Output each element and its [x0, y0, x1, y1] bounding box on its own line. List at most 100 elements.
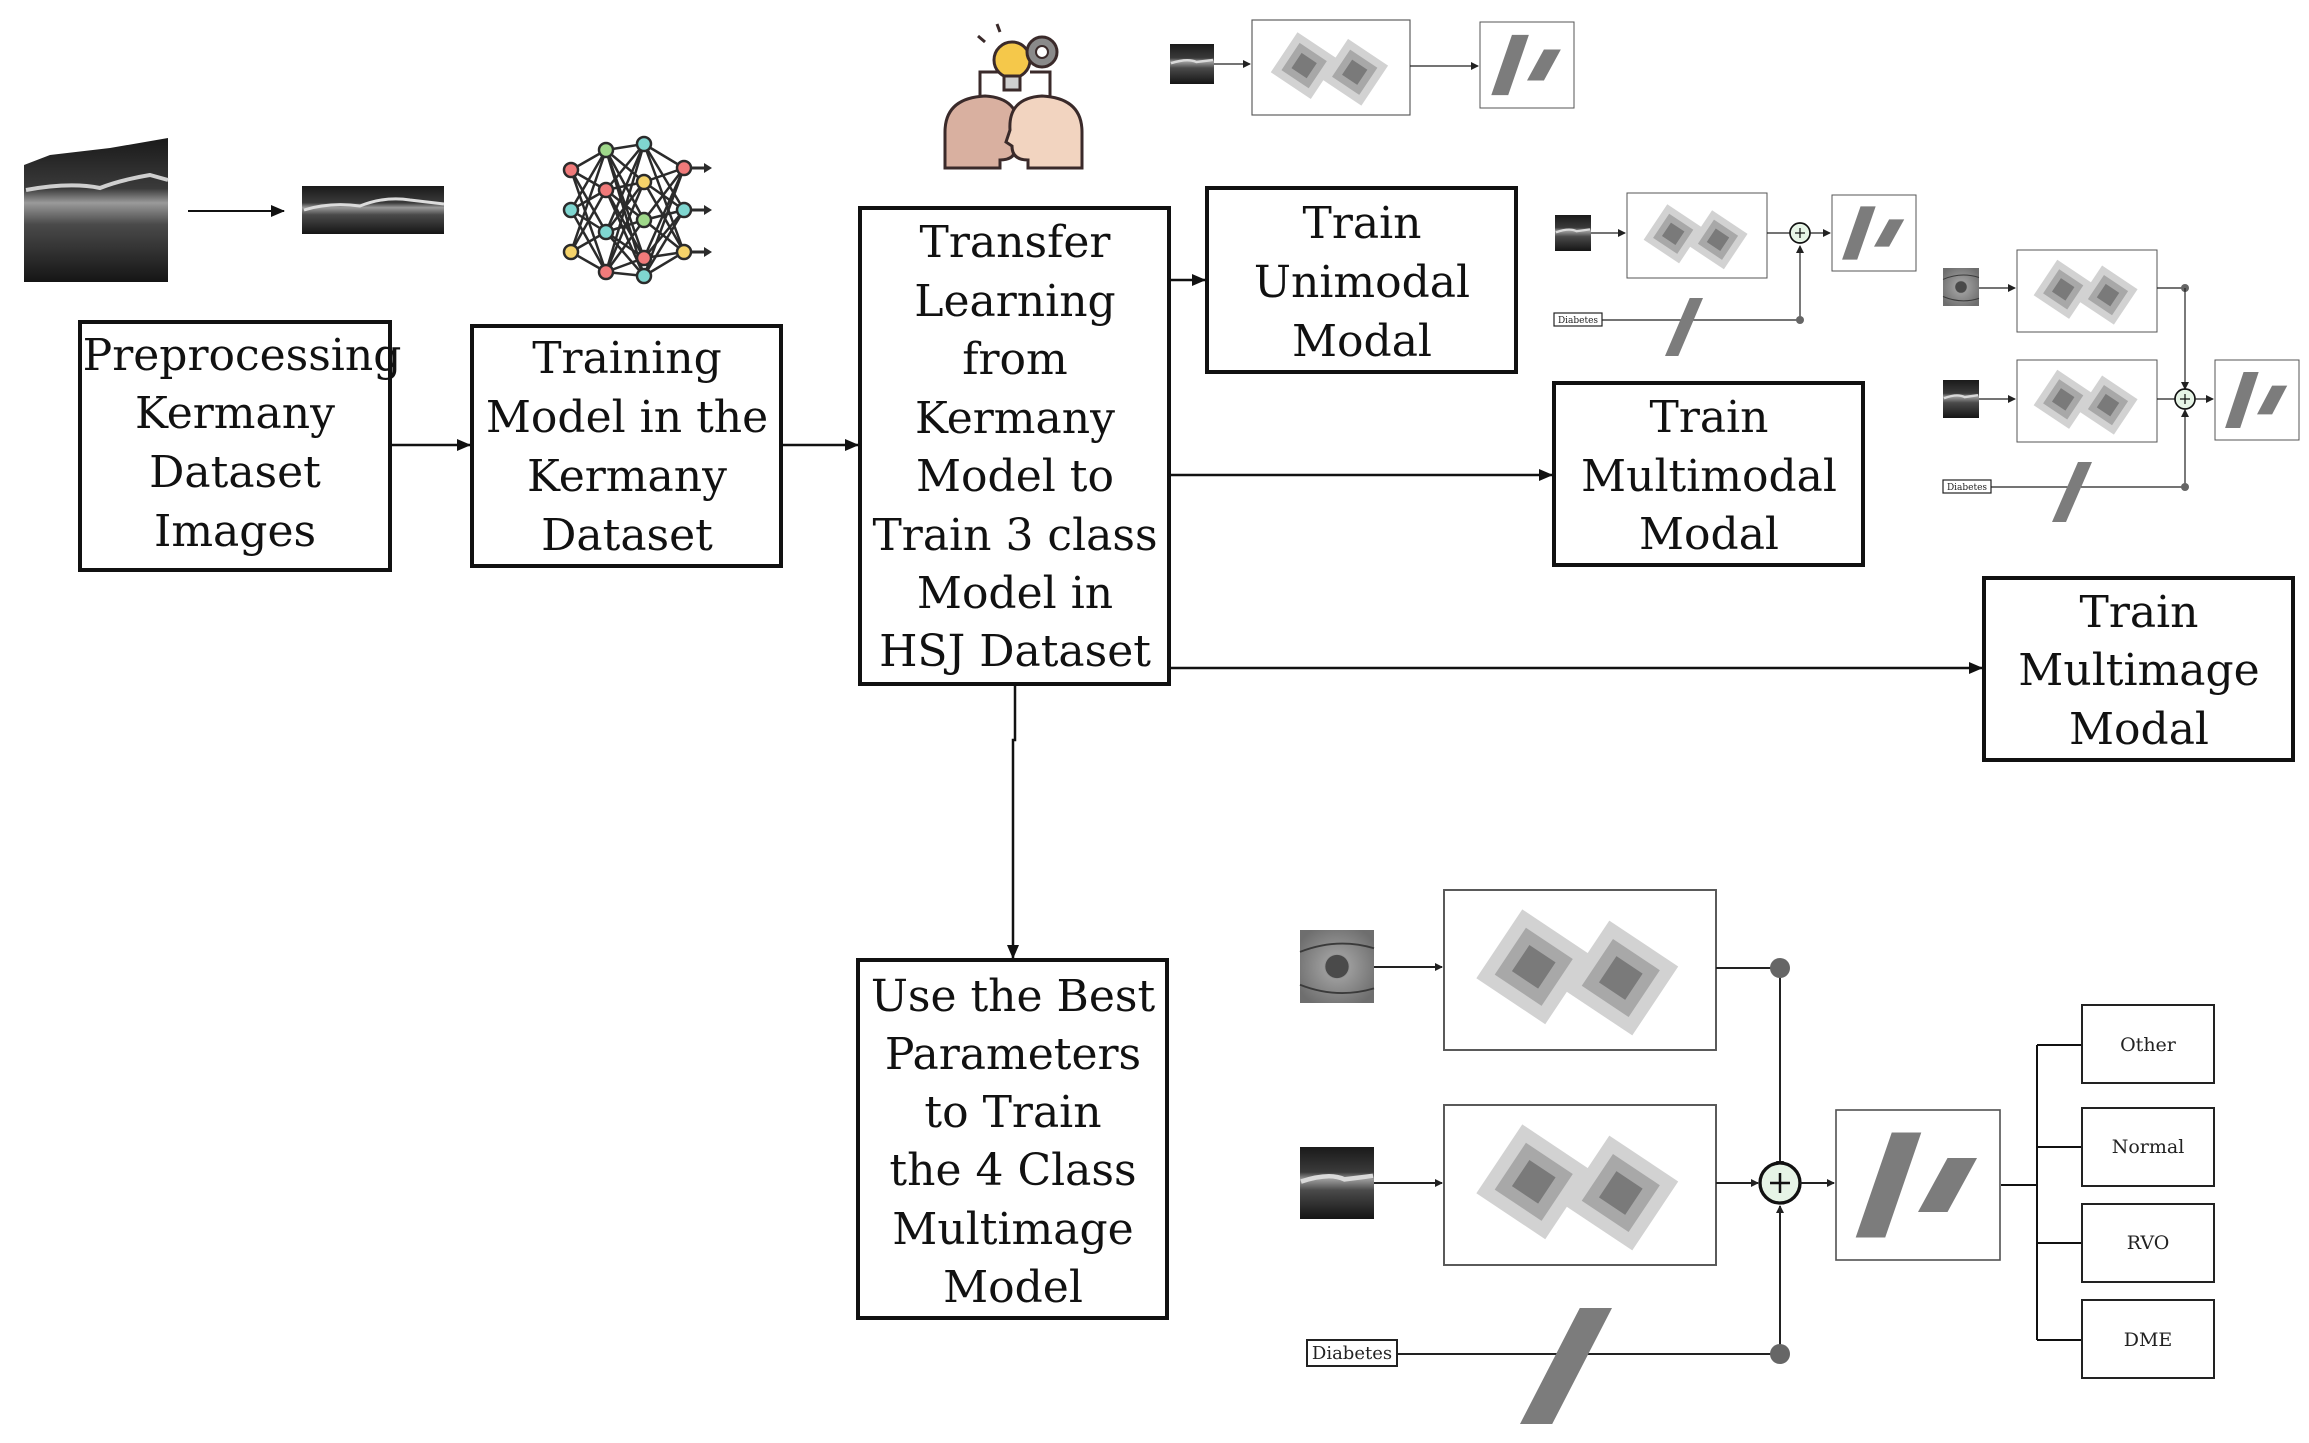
cnn-feature-map: [1291, 52, 1317, 79]
best-params-box: Use the Best Parameters to Train the 4 C…: [856, 958, 1169, 1320]
architecture-illustrations: [1170, 19, 2300, 1424]
preprocess-line-2: Kermany: [135, 388, 335, 439]
transfer-line-2: Learning: [914, 276, 1115, 327]
junction-dot: [1770, 958, 1790, 978]
multimodal-box: Train Multimodal Modal: [1552, 381, 1865, 567]
nn-node: [675, 201, 693, 219]
sum-plus-sign: [2180, 394, 2190, 404]
nn-node: [675, 159, 693, 177]
multimage-line-1: Train: [2079, 587, 2198, 638]
dense-layer-icon: [2225, 372, 2259, 428]
neural-network-icon: [562, 135, 712, 285]
nn-output-arrowhead: [704, 247, 712, 257]
fundus-vessels: [1942, 274, 1980, 302]
multimage-line-2: Multimage: [2018, 645, 2259, 696]
nn-node: [597, 141, 615, 159]
nn-edge: [605, 231, 645, 277]
junction-dot: [1796, 316, 1804, 324]
diabetes-label-multimodal: Diabetes: [1942, 479, 1992, 494]
best-line-3: to Train: [924, 1087, 1101, 1138]
preprocess-line-1: Preprocessing: [83, 330, 402, 381]
dense-layer-icon: [1491, 34, 1529, 96]
multimage-box: Train Multimage Modal: [1982, 576, 2295, 762]
nn-edge: [642, 181, 686, 253]
nn-node: [635, 173, 653, 191]
train-kermany-box: Training Model in the Kermany Dataset: [470, 324, 783, 568]
sum-plus-sign: [1795, 228, 1805, 238]
multimodal-line-2: Multimodal: [1581, 451, 1837, 502]
nn-edge: [569, 149, 608, 253]
class-label-normal: Normal: [2112, 1136, 2185, 1158]
cnn-feature-map: [2051, 388, 2075, 411]
diabetes-projection-multimodal: [2052, 462, 2092, 522]
diabetes-label-unimodal: Diabetes: [1553, 312, 1603, 327]
nn-edge: [643, 209, 685, 259]
nn-edge: [642, 143, 686, 253]
connector-line: [1716, 967, 1784, 1169]
nn-edge: [569, 189, 608, 253]
nn-edge: [642, 143, 686, 211]
cnn-feature-map: [1706, 228, 1730, 251]
junction-dot: [1770, 1344, 1790, 1364]
dense-layer-icon: [1527, 49, 1561, 81]
cnn-feature-map: [1511, 1159, 1556, 1204]
fundus-vessels: [1299, 942, 1375, 995]
nn-node: [635, 267, 653, 285]
cnn-feature-map: [2096, 283, 2120, 307]
oct-layer-line: [1943, 394, 1979, 400]
nn-node: [597, 223, 615, 241]
unimodal-line-2: Unimodal: [1254, 257, 1470, 308]
transfer-line-7: Model in: [917, 568, 1113, 619]
best-line-5: Multimage: [892, 1204, 1133, 1255]
class-box-other: Other: [2081, 1004, 2215, 1084]
dense-layer-icon: [1842, 206, 1876, 260]
multimage-line-3: Modal: [2069, 704, 2209, 755]
cnn-feature-map: [1511, 944, 1556, 989]
class-label-other: Other: [2120, 1034, 2177, 1056]
class-box-dme: DME: [2081, 1299, 2215, 1379]
transfer-box: Transfer Learning from Kermany Model to …: [858, 206, 1171, 686]
transfer-line-5: Model to: [916, 451, 1114, 502]
cnn-feature-map: [1598, 956, 1643, 1000]
class-label-rvo: RVO: [2127, 1232, 2170, 1254]
diabetes-projection-unimodal: [1665, 298, 1703, 356]
nn-output-arrowhead: [704, 205, 712, 215]
nn-edge: [605, 143, 645, 191]
preprocess-box: Preprocessing Kermany Dataset Images: [78, 320, 402, 572]
fundus-macula: [1955, 281, 1967, 293]
multimodal-line-1: Train: [1649, 392, 1768, 443]
nn-node: [675, 243, 693, 261]
class-label-dme: DME: [2124, 1329, 2173, 1351]
unimodal-line-1: Train: [1302, 198, 1421, 249]
oct-thumbnail-final: [1300, 1147, 1374, 1219]
output-branch-lines: [2001, 1044, 2082, 1341]
train-kermany-line-1: Training: [532, 333, 722, 384]
transfer-line-6: Train 3 class: [872, 510, 1157, 561]
multimodal-line-3: Modal: [1639, 509, 1779, 560]
nn-edge: [604, 219, 646, 273]
oct-thumbnail-top: [1170, 44, 1214, 84]
nn-output-arrowhead: [704, 163, 712, 173]
transfer-line-1: Transfer: [920, 217, 1112, 268]
cnn-feature-map: [1342, 59, 1368, 85]
arrow-transfer-to-best: [1007, 684, 1019, 959]
nn-node: [635, 135, 653, 153]
dense-layer-icon: [1855, 1132, 1922, 1238]
unimodal-box: Train Unimodal Modal: [1205, 186, 1518, 374]
class-box-normal: Normal: [2081, 1107, 2215, 1187]
best-line-1: Use the Best: [871, 971, 1156, 1022]
nn-node: [597, 181, 615, 199]
sum-plus-sign: [1770, 1173, 1790, 1193]
nn-edge: [569, 149, 608, 211]
nn-node: [562, 161, 580, 179]
dense-layer-icon: [1918, 1158, 1978, 1212]
best-line-4: the 4 Class: [889, 1145, 1136, 1196]
transfer-line-4: Kermany: [915, 393, 1115, 444]
cnn-feature-map: [1598, 1171, 1643, 1215]
nn-edge: [604, 143, 646, 233]
best-line-2: Parameters: [885, 1029, 1141, 1080]
diabetes-text-multimodal: Diabetes: [1947, 483, 1987, 493]
preprocess-line-4: Images: [154, 506, 316, 557]
cnn-feature-map: [2051, 278, 2075, 301]
